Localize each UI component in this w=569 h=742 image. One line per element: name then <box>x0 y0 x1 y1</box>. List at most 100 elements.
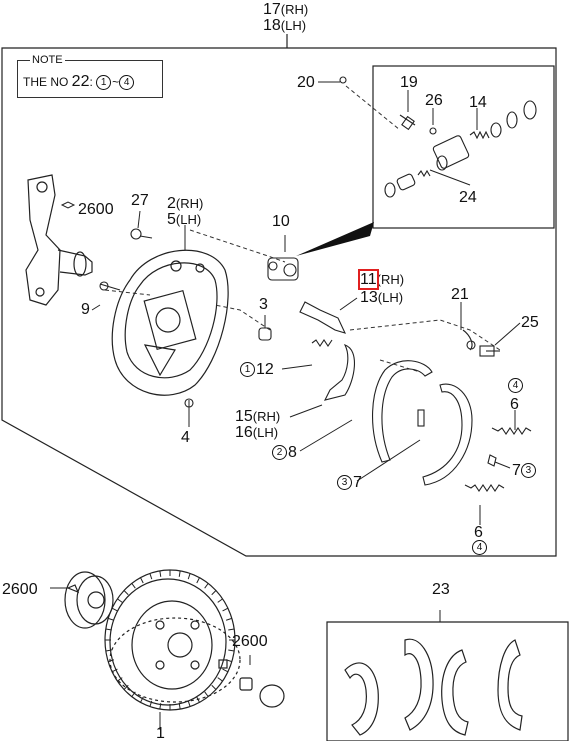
part-number-11-highlighted: 11 <box>358 269 379 290</box>
drum-tooth <box>217 677 223 682</box>
note-colon: : <box>89 75 93 89</box>
label-11-rh: 11(RH) <box>358 269 405 290</box>
label-14: 14 <box>469 94 487 111</box>
label-15-rh: 15(RH) <box>235 409 280 425</box>
part-number-16: 16 <box>235 424 253 441</box>
drum-tooth <box>225 617 232 621</box>
label-circled-4-top: 4 <box>508 378 524 394</box>
label-1: 1 <box>156 725 165 742</box>
lh-suffix: (LH) <box>377 290 404 305</box>
drum-tooth <box>228 649 235 652</box>
inset-pointer <box>296 222 374 256</box>
label-3: 3 <box>259 296 268 313</box>
drum-tooth <box>196 696 200 703</box>
drum-tooth <box>187 700 191 707</box>
note-range-start: 1 <box>96 75 112 91</box>
label-19: 19 <box>400 74 418 91</box>
label-9: 9 <box>81 301 90 318</box>
drum-tooth <box>159 703 162 710</box>
note-prefix: THE NO <box>23 75 72 89</box>
drum-tooth <box>204 583 209 589</box>
circled-3: 3 <box>337 475 352 491</box>
drum-tooth <box>149 700 153 707</box>
drum-tooth <box>111 607 118 612</box>
drum-tooth <box>140 696 144 703</box>
drum-tooth <box>108 659 115 663</box>
small-parts <box>99 76 537 492</box>
drum-tooth <box>105 649 112 652</box>
note-range-end: 4 <box>119 75 135 91</box>
backing-plate <box>111 249 229 396</box>
drum-tooth <box>117 598 123 603</box>
label-2600-drum: 2600 <box>232 633 268 650</box>
drum-tooth <box>123 590 129 596</box>
drum-tooth <box>187 573 191 580</box>
part-number-18: 18 <box>263 17 281 34</box>
part-number-17: 17 <box>263 1 281 18</box>
circled-3: 3 <box>520 463 536 479</box>
label-20: 20 <box>297 74 315 91</box>
part-number-8: 8 <box>288 444 297 461</box>
part-number-13: 13 <box>360 289 378 306</box>
wheel-cylinder-inset <box>372 65 555 229</box>
label-4: 4 <box>181 429 190 446</box>
label-25: 25 <box>521 314 539 331</box>
drum-tooth <box>159 570 162 577</box>
lh-suffix: (LH) <box>280 18 307 33</box>
circled-2: 2 <box>272 445 287 461</box>
label-10: 10 <box>272 213 290 230</box>
drum-tooth <box>123 684 129 690</box>
label-24: 24 <box>459 189 477 206</box>
circled-1: 1 <box>240 362 255 378</box>
drum-tooth <box>140 577 144 584</box>
drum-tooth <box>105 628 112 631</box>
part-number-7: 7 <box>512 462 521 479</box>
drum-tooth <box>225 659 232 663</box>
part-number-7: 7 <box>353 474 362 491</box>
label-6-bottom: 6 <box>474 524 483 541</box>
circled-4: 4 <box>508 378 523 394</box>
label-13-lh: 13(LH) <box>360 290 403 306</box>
drum-tooth <box>131 583 136 589</box>
knuckle <box>25 174 93 306</box>
drum-tooth <box>149 573 153 580</box>
label-5-lh: 5(LH) <box>167 212 201 228</box>
label-27: 27 <box>131 192 149 209</box>
part-number-2: 2 <box>167 195 176 212</box>
lh-suffix: (LH) <box>252 425 279 440</box>
shoe-set-inset <box>326 621 569 741</box>
label-23: 23 <box>432 581 450 598</box>
main-frame <box>1 47 557 557</box>
part-number-15: 15 <box>235 408 253 425</box>
drum-tooth <box>131 691 136 697</box>
drum-tooth <box>211 684 217 690</box>
label-21: 21 <box>451 286 469 303</box>
drum-tooth <box>108 617 115 621</box>
drum-tooth <box>117 677 123 682</box>
drum-tooth <box>211 590 217 596</box>
drum-tooth <box>217 598 223 603</box>
label-2600-knuckle: 2600 <box>78 201 114 218</box>
note-title: NOTE <box>30 54 65 66</box>
note-text: THE NO 22: 1~4 <box>23 73 135 91</box>
note-range-sep: ~ <box>112 75 120 89</box>
drum-teeth <box>105 570 235 710</box>
label-circled-4-bottom: 4 <box>472 540 488 556</box>
part-number-12: 12 <box>256 361 274 378</box>
drum-tooth <box>222 668 229 673</box>
rh-suffix: (RH) <box>376 272 405 287</box>
part-number-5: 5 <box>167 211 176 228</box>
circled-4: 4 <box>472 540 487 556</box>
label-2-rh: 2(RH) <box>167 196 203 212</box>
lh-suffix: (LH) <box>175 212 202 227</box>
drum-tooth <box>204 691 209 697</box>
dashed-leaders <box>104 85 501 373</box>
shoe-set <box>344 638 523 736</box>
label-16-lh: 16(LH) <box>235 425 278 441</box>
drum-tooth <box>111 668 118 673</box>
